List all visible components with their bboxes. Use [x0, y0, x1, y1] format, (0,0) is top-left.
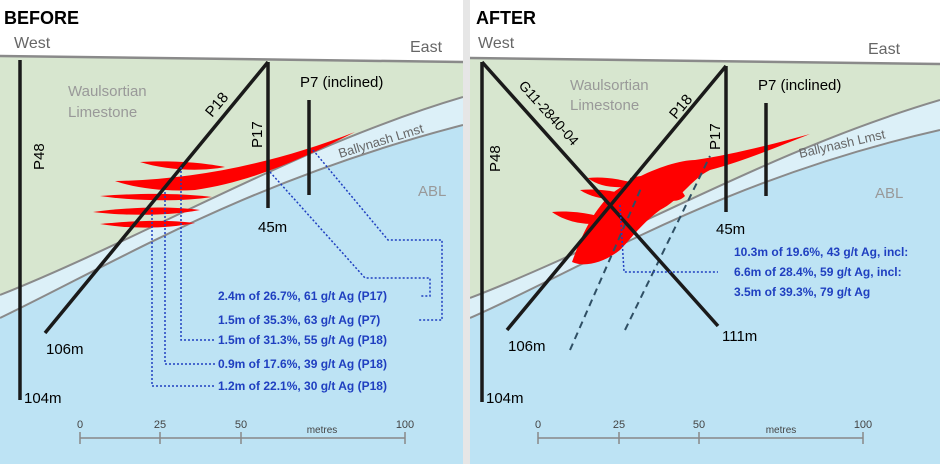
fault-line: [569, 185, 643, 351]
depth-104m: 104m: [486, 390, 524, 407]
ballynash-layer: [470, 100, 940, 318]
hole-p17-label: P17: [707, 123, 724, 150]
scale-tick-label: 100: [854, 419, 872, 431]
hole-p48-label: P48: [487, 145, 504, 172]
after-panel: AFTER West East Waulsortian Limestone Ba…: [470, 0, 940, 464]
west-label: West: [14, 35, 51, 52]
ballynash-layer: [0, 97, 463, 318]
scale-tick-label: 50: [693, 419, 705, 431]
upper-contact-line: [470, 99, 940, 299]
abl-layer: [0, 125, 463, 464]
ground-surface-line: [0, 54, 463, 64]
waulsortian-label-1: Waulsortian: [570, 77, 649, 94]
abl-layer: [470, 130, 940, 464]
intercept-item: 3.5m of 39.3%, 79 g/t Ag: [734, 285, 870, 299]
intercept-item: 2.4m of 26.7%, 61 g/t Ag (P17): [218, 289, 387, 303]
waulsortian-label-2: Limestone: [68, 104, 137, 121]
east-label: East: [868, 41, 901, 58]
depth-45m: 45m: [716, 221, 745, 238]
intercept-leaders: [151, 149, 443, 387]
waulsortian-label-2: Limestone: [570, 97, 639, 114]
intercept-item: 1.5m of 31.3%, 55 g/t Ag (P18): [218, 333, 387, 347]
ore-body: [93, 132, 355, 228]
scale-tick-label: 25: [154, 419, 166, 431]
depth-111m: 111m: [722, 328, 757, 345]
west-label: West: [478, 35, 515, 52]
intercept-item: 10.3m of 19.6%, 43 g/t Ag, incl:: [734, 245, 908, 259]
scale-tick-label: 25: [613, 419, 625, 431]
scale-bar: 0 25 50 100 metres: [77, 419, 414, 444]
hole-p48-label: P48: [31, 143, 48, 170]
hole-p18-trace: [505, 64, 728, 332]
scale-unit-label: metres: [307, 425, 338, 436]
intercept-item: 1.5m of 35.3%, 63 g/t Ag (P7): [218, 313, 380, 327]
panel-title: AFTER: [476, 8, 536, 28]
depth-104m: 104m: [24, 390, 62, 407]
scale-tick-label: 0: [535, 419, 541, 431]
lower-contact-line: [0, 124, 463, 319]
fault-line: [624, 155, 711, 331]
intercept-list: 2.4m of 26.7%, 61 g/t Ag (P17) 1.5m of 3…: [218, 289, 387, 393]
panel-title: BEFORE: [4, 8, 79, 28]
abl-label: ABL: [875, 185, 903, 202]
east-label: East: [410, 39, 443, 56]
intercept-list: 10.3m of 19.6%, 43 g/t Ag, incl: 6.6m of…: [734, 245, 908, 299]
depth-106m: 106m: [508, 338, 546, 355]
ground-surface-line: [470, 56, 940, 66]
waulsortian-label-1: Waulsortian: [68, 83, 147, 100]
scale-tick-label: 100: [396, 419, 414, 431]
abl-label: ABL: [418, 183, 446, 200]
hole-p18-trace: [43, 60, 270, 335]
scale-tick-label: 0: [77, 419, 83, 431]
depth-45m: 45m: [258, 219, 287, 236]
hole-p7-label: P7 (inclined): [300, 74, 383, 91]
drill-holes: [18, 60, 311, 400]
lower-contact-line: [470, 129, 940, 319]
hole-g11-trace: [480, 60, 720, 328]
after-section-svg: AFTER West East Waulsortian Limestone Ba…: [470, 8, 940, 464]
upper-contact-line: [0, 96, 463, 296]
before-section-svg: BEFORE West East Waulsortian Limestone B…: [0, 8, 463, 464]
intercept-item: 6.6m of 28.4%, 59 g/t Ag, incl:: [734, 265, 902, 279]
intercept-leaders: [619, 204, 718, 273]
hole-p7-label: P7 (inclined): [758, 77, 841, 94]
drill-holes: [480, 60, 768, 402]
scale-tick-label: 50: [235, 419, 247, 431]
scale-unit-label: metres: [766, 425, 797, 436]
scale-bar: 0 25 50 100 metres: [535, 419, 872, 444]
fault-lines: [569, 155, 711, 351]
depth-106m: 106m: [46, 341, 84, 358]
intercept-item: 0.9m of 17.6%, 39 g/t Ag (P18): [218, 357, 387, 371]
before-panel: BEFORE West East Waulsortian Limestone B…: [0, 0, 463, 464]
intercept-item: 1.2m of 22.1%, 30 g/t Ag (P18): [218, 379, 387, 393]
hole-p17-label: P17: [249, 121, 266, 148]
